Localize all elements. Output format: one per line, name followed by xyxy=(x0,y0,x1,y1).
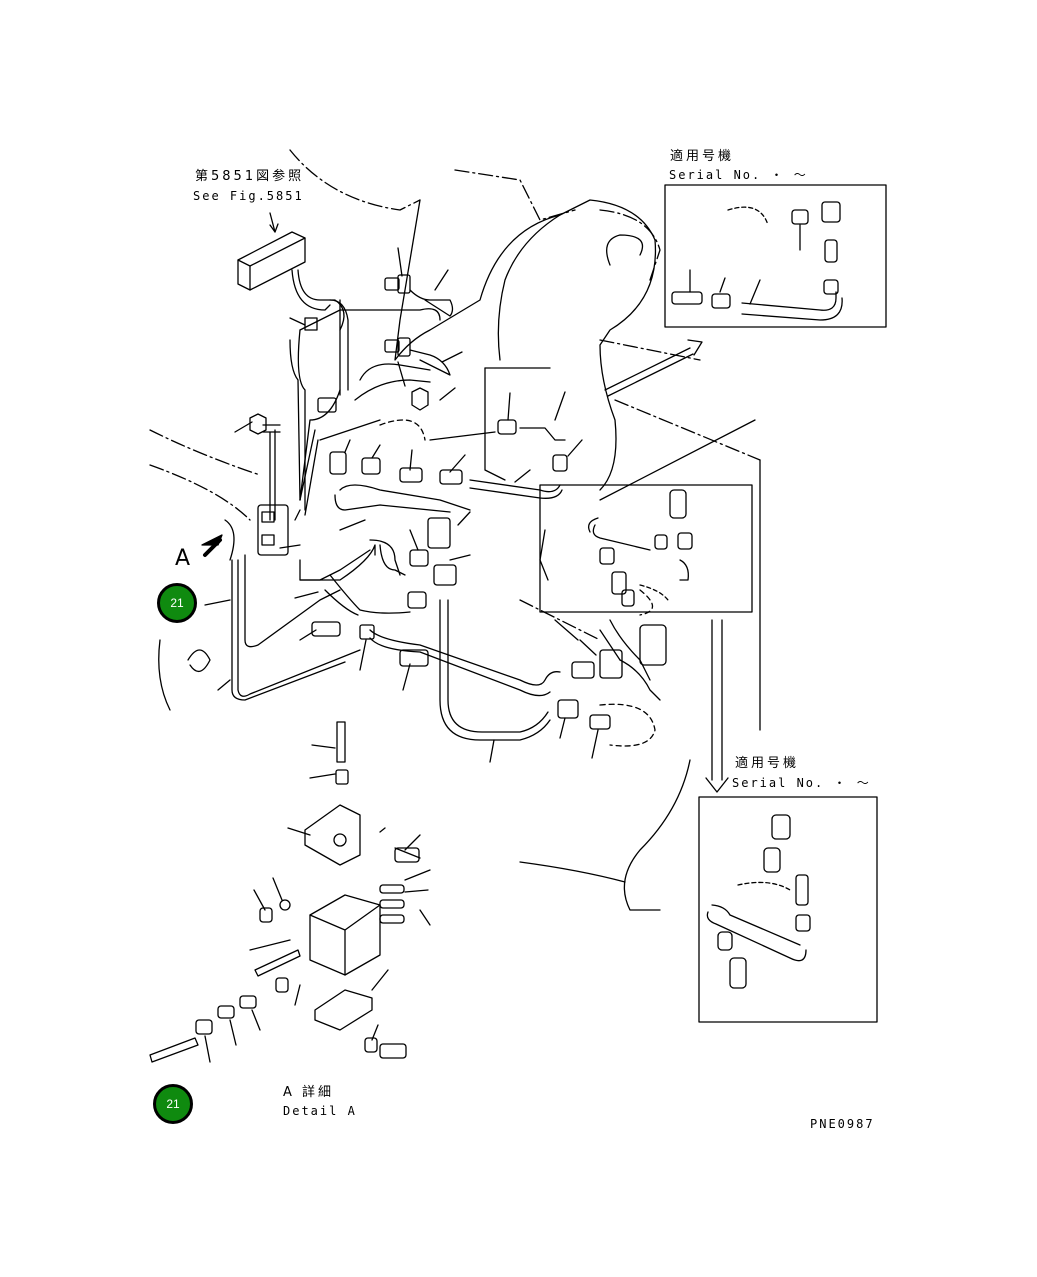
fig-ref-en: See Fig.5851 xyxy=(193,189,304,203)
drawing-number: PNE0987 xyxy=(810,1117,875,1131)
reference-badge-bottom[interactable]: 21 xyxy=(153,1084,193,1124)
serial-bottom-jp: 適用号機 xyxy=(735,756,800,771)
inset-middle-right xyxy=(539,484,753,613)
hose-lines xyxy=(231,269,661,741)
serial-bottom-en: Serial No. ・ ～ xyxy=(732,776,871,790)
arrows xyxy=(201,339,729,793)
inset-bottom-right xyxy=(698,796,878,1023)
serial-top-en: Serial No. ・ ～ xyxy=(669,168,808,182)
view-marker-a: A xyxy=(175,546,191,571)
ref-block xyxy=(237,212,306,291)
engine-block xyxy=(394,199,657,491)
hidden-lines xyxy=(379,419,656,747)
reference-badge-top[interactable]: 21 xyxy=(157,583,197,623)
fittings xyxy=(249,274,667,730)
inset-top-right xyxy=(664,184,887,328)
serial-top-jp: 適用号機 xyxy=(670,149,735,164)
detail-a-en: Detail A xyxy=(283,1104,357,1118)
detail-a-assembly xyxy=(149,721,431,1063)
detail-a-jp: A 詳細 xyxy=(283,1085,335,1100)
fig-ref-jp: 第5851図参照 xyxy=(195,169,305,184)
leader-lines xyxy=(204,247,599,763)
